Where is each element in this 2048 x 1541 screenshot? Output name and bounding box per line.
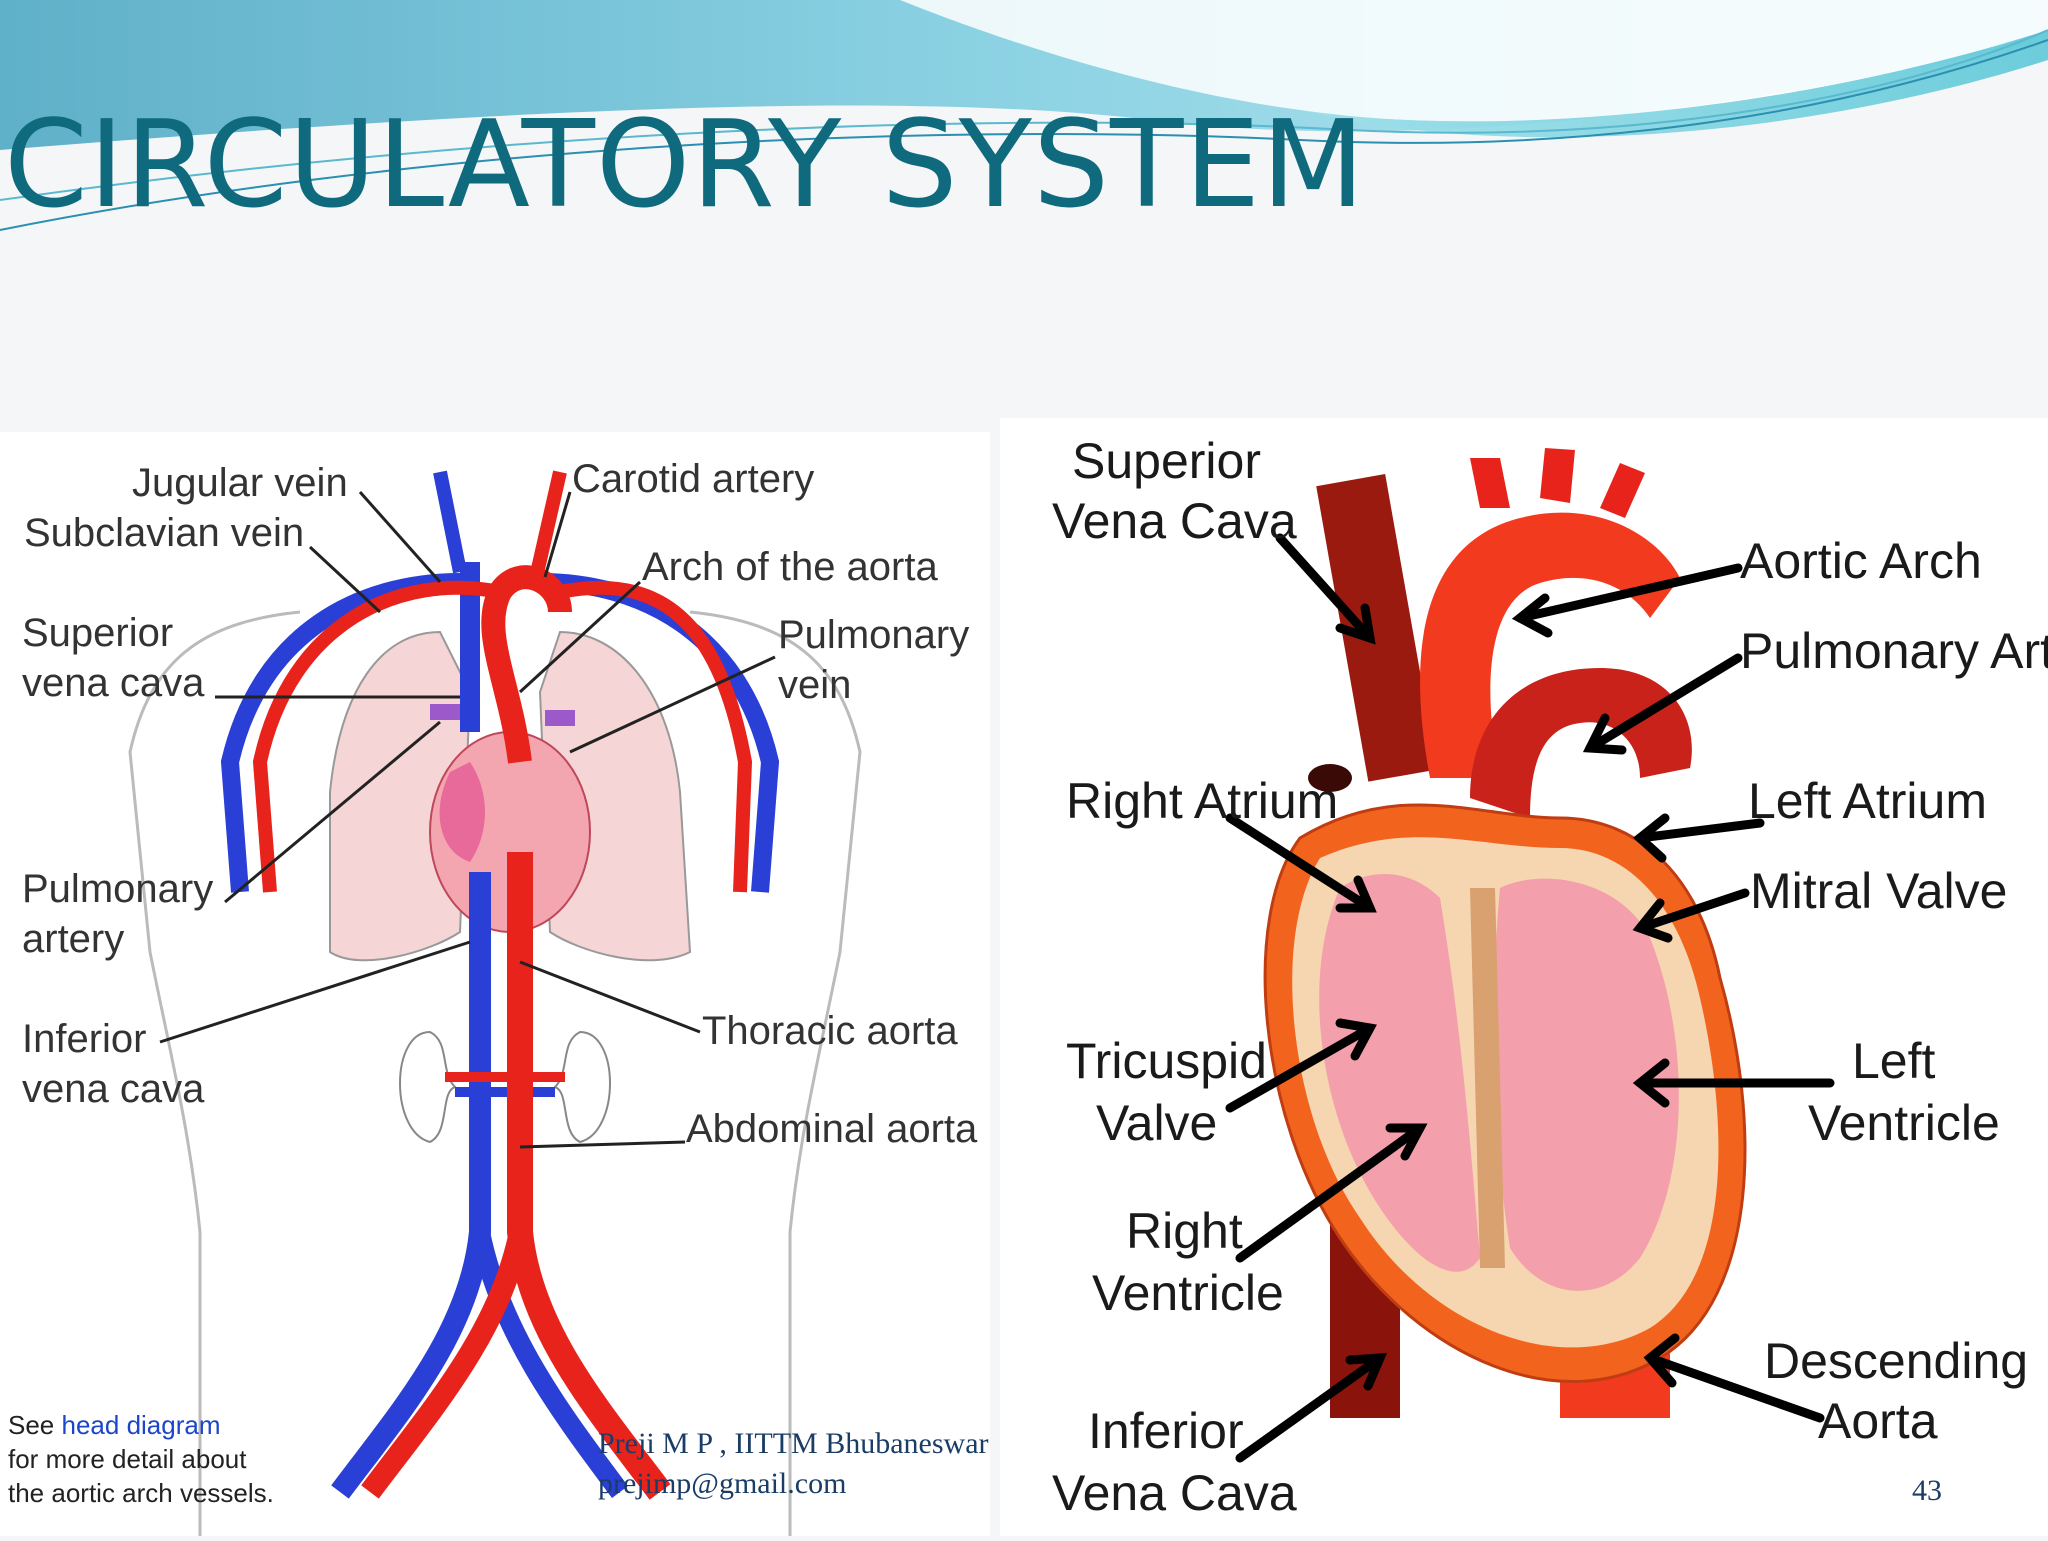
label-tricuspid-2: Valve	[1096, 1095, 1217, 1151]
label-inferior-2: Vena Cava	[1052, 1465, 1297, 1521]
note-line-2: for more detail about	[8, 1444, 247, 1474]
label-inferior-1: Inferior	[1088, 1403, 1244, 1459]
iliac-artery-left	[361, 1229, 531, 1499]
label-superior-vena-cava-2: vena cava	[22, 661, 205, 705]
label-mitral-valve: Mitral Valve	[1750, 863, 2007, 919]
inferior-vena-cava	[331, 872, 491, 1499]
left-ventricle-chamber	[1493, 878, 1679, 1291]
label-tricuspid-1: Tricuspid	[1066, 1033, 1267, 1089]
label-superior-vena-cava-1: Superior	[22, 611, 173, 655]
right-ventricle-chamber	[1319, 874, 1480, 1272]
heart-right-side	[439, 762, 485, 862]
label-descending-1: Descending	[1764, 1333, 2028, 1389]
leader-lines	[159, 491, 776, 1149]
label-thoracic-aorta: Thoracic aorta	[702, 1009, 958, 1053]
carotid-artery	[528, 470, 567, 584]
aortic-branches	[1470, 448, 1645, 518]
label-carotid-artery: Carotid artery	[572, 457, 814, 501]
label-subclavian-vein: Subclavian vein	[24, 511, 304, 555]
septum	[1470, 888, 1505, 1268]
label-descending-2: Aorta	[1818, 1393, 1938, 1449]
jugular-vein	[433, 470, 467, 574]
body-circulation-diagram: Jugular vein Subclavian vein Carotid art…	[0, 432, 990, 1536]
left-kidney	[399, 1030, 457, 1144]
pulmonary-artery-vessel	[1470, 668, 1692, 818]
head-diagram-link[interactable]: head diagram	[62, 1410, 221, 1440]
label-arch-of-aorta: Arch of the aorta	[642, 545, 938, 589]
label-right-atrium: Right Atrium	[1066, 773, 1338, 829]
label-left-ventricle-2: Ventricle	[1808, 1095, 2000, 1151]
arrows	[1225, 533, 1835, 1463]
header-wave	[0, 0, 2048, 231]
footer-author: Preji M P , IITTM Bhubaneswar	[598, 1427, 989, 1460]
label-inferior-vena-cava-1: Inferior	[22, 1017, 147, 1061]
label-right-ventricle-1: Right	[1126, 1203, 1243, 1259]
label-pulmonary-artery: Pulmonary Artery	[1740, 623, 2048, 679]
footer-email: prejimp@gmail.com	[598, 1467, 847, 1500]
body-outline-right	[689, 610, 862, 1536]
left-atrium-opening	[1308, 764, 1352, 792]
label-left-ventricle-1: Left	[1852, 1033, 1936, 1089]
label-abdominal-aorta: Abdominal aorta	[686, 1107, 978, 1151]
pulmonary-vein-vessel	[545, 710, 575, 726]
label-right-ventricle-2: Ventricle	[1092, 1265, 1284, 1321]
right-kidney	[553, 1030, 611, 1144]
superior-vena-cava-vessel	[1316, 474, 1438, 782]
label-pulmonary-vein-1: Pulmonary	[778, 613, 969, 657]
note-line-3: the aortic arch vessels.	[8, 1478, 274, 1508]
footer: Preji M P , IITTM Bhubaneswar prejimp@gm…	[598, 1424, 989, 1504]
label-pulmonary-artery-1: Pulmonary	[22, 867, 213, 911]
note-see-text: See	[8, 1410, 62, 1440]
aortic-arch	[1420, 512, 1680, 778]
iliac-vein-right	[470, 1230, 629, 1498]
subclavian-artery-left	[252, 580, 502, 893]
label-pulmonary-artery-2: artery	[22, 917, 124, 961]
note-line-1: See head diagram	[8, 1410, 221, 1440]
subclavian-artery-right	[558, 580, 753, 893]
label-pulmonary-vein-2: vein	[778, 663, 851, 707]
label-jugular-vein: Jugular vein	[132, 461, 348, 505]
label-inferior-vena-cava-2: vena cava	[22, 1067, 205, 1111]
label-superior-2: Vena Cava	[1052, 493, 1297, 549]
label-superior-1: Superior	[1072, 433, 1261, 489]
label-left-atrium: Left Atrium	[1748, 773, 1987, 829]
body-outline-left	[128, 610, 301, 1536]
page-number: 43	[1912, 1474, 1942, 1507]
slide-title: CIRCULATORY SYSTEM	[4, 96, 1366, 235]
label-aortic-arch: Aortic Arch	[1740, 533, 1982, 589]
pulmonary-artery-vessel	[430, 704, 460, 720]
heart-anatomy-diagram: Superior Vena Cava Aortic Arch Pulmonary…	[1000, 418, 2048, 1536]
